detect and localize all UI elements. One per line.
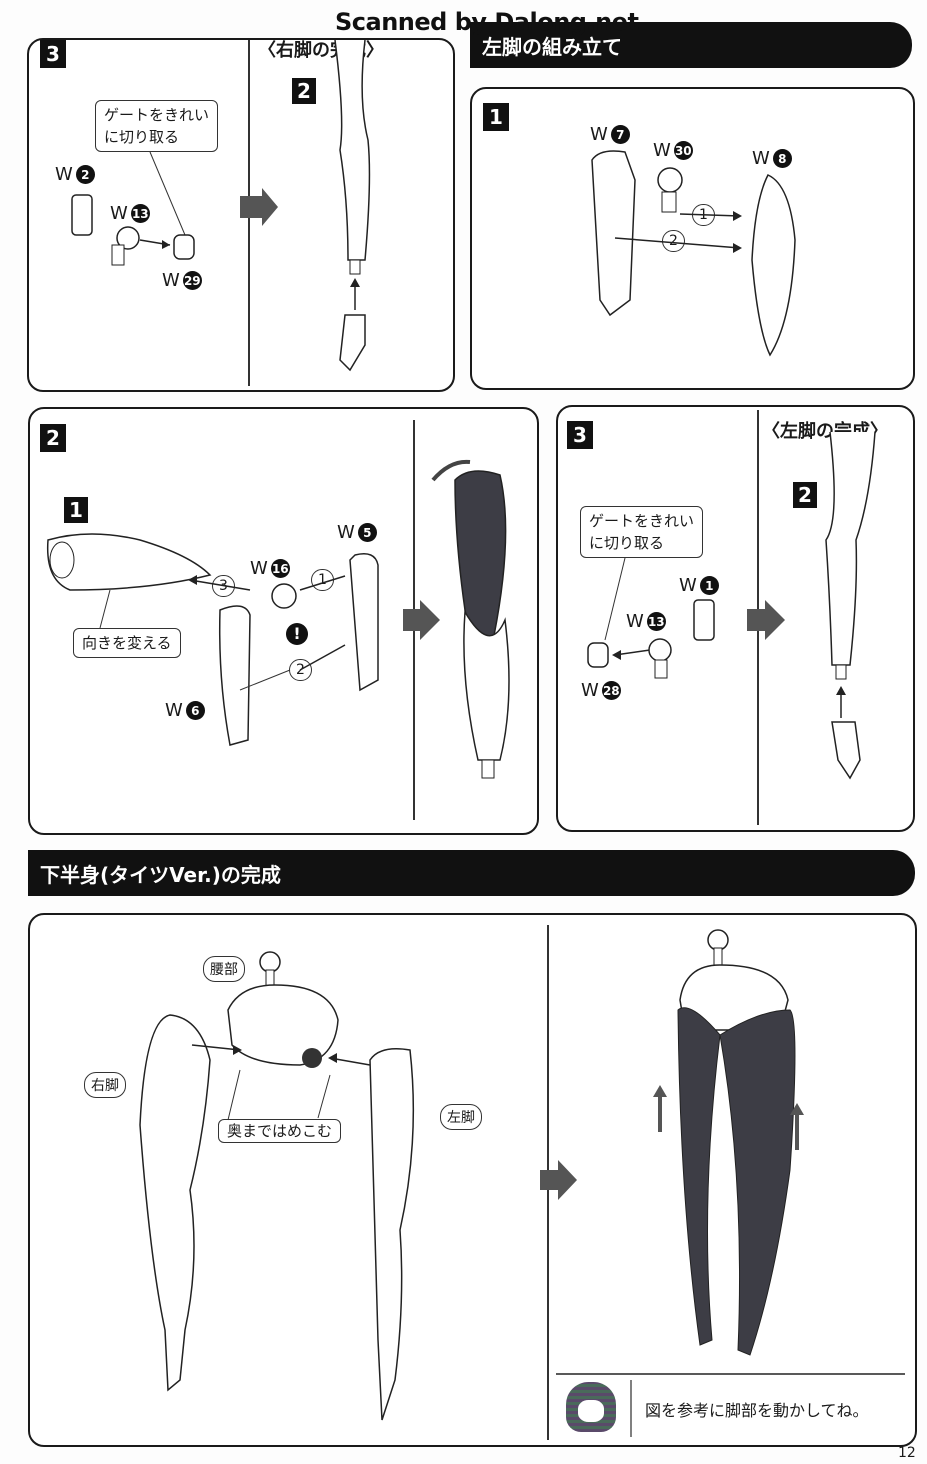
step-badge: 2 [793,482,817,508]
order-tag: 3 [212,575,235,597]
callout-line: に切り取る [104,128,180,146]
step-badge: 2 [292,78,316,104]
divider [413,420,415,820]
mascot-avatar-icon [566,1382,616,1432]
gate-callout: ゲートをきれい に切り取る [95,100,219,152]
right-leg-complete-title: 〈右脚の完成〉 [258,40,384,61]
left-leg-assembly-header: 左脚の組み立て [470,22,912,68]
gate-callout: ゲートをきれい に切り取る [580,506,704,558]
right-leg-label: 右脚 [84,1072,126,1098]
divider [757,410,759,825]
pose-tip-text: 図を参考に脚部を動かしてね。 [645,1401,869,1420]
page-number: 12 [898,1445,916,1461]
callout-line: ゲートをきれい [589,512,695,530]
step-badge: 3 [40,40,66,68]
divider [547,925,549,1440]
callout-line: に切り取る [589,534,665,552]
sub-step-badge: 1 [64,497,88,523]
left-leg-step1-panel [470,87,915,390]
lower-body-complete-header: 下半身(タイツVer.)の完成 [28,850,915,896]
left-leg-complete-title: 〈左脚の完成〉 [762,421,888,442]
watermark: Scanned by Dalong.net [335,8,639,36]
right-leg-step3-panel [27,38,455,392]
caution-icon: ! [286,623,308,645]
callout-line: ゲートをきれい [104,106,210,124]
order-tag: 2 [662,230,685,252]
turn-direction-callout: 向きを変える [73,628,181,658]
step-badge: 2 [40,424,66,452]
order-tag: 2 [289,659,312,681]
push-in-callout: 奥まではめこむ [218,1119,342,1143]
waist-label: 腰部 [203,956,245,982]
step-badge: 3 [567,421,593,449]
lower-body-panel [28,913,917,1447]
left-leg-step3-panel [556,405,915,832]
left-leg-label: 左脚 [440,1104,482,1130]
step-badge: 1 [483,103,509,131]
divider [248,40,250,386]
order-tag: 1 [311,569,334,591]
order-tag: 1 [692,204,715,226]
left-leg-step2-panel [28,407,539,835]
